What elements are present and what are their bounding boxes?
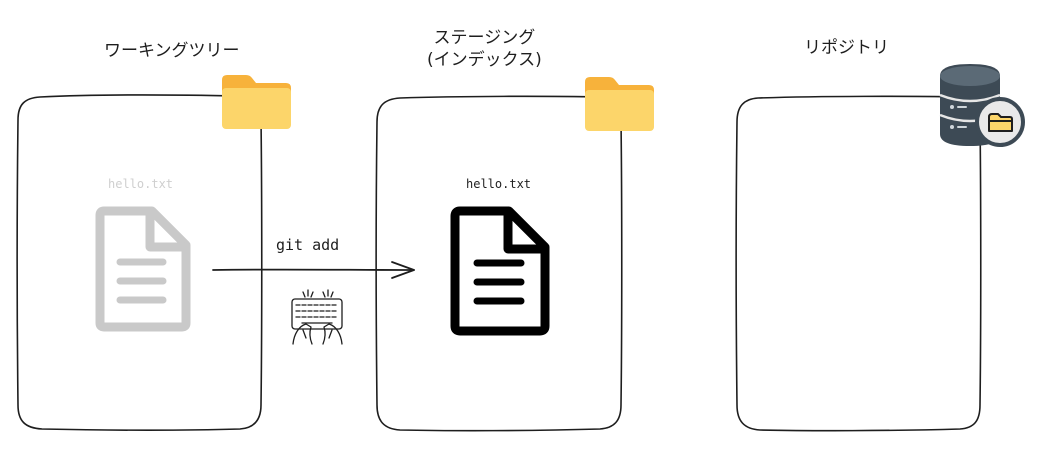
staging-file-name: hello.txt [466, 177, 532, 191]
working-tree-file-name: hello.txt [108, 177, 174, 191]
git-add-command: git add [276, 236, 340, 254]
document-icon [95, 206, 191, 332]
folder-icon [585, 77, 654, 131]
folder-icon [222, 75, 291, 129]
database-icon [939, 64, 1025, 147]
repository-box [735, 95, 982, 432]
keyboard-icon [291, 289, 343, 345]
arrow-icon [212, 261, 415, 279]
working-tree-title: ワーキングツリー [104, 41, 240, 61]
staging-title: ステージング (インデックス) [427, 28, 542, 70]
repository-title: リポジトリ [804, 38, 889, 58]
document-icon [450, 206, 550, 336]
